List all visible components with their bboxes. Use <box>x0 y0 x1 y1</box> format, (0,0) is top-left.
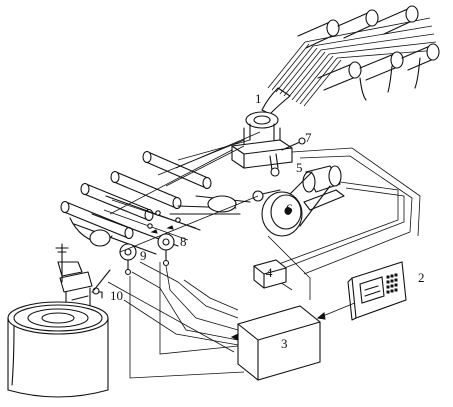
label-5: 5 <box>296 160 303 175</box>
label-9: 9 <box>140 248 147 263</box>
component-4-controller <box>253 259 287 289</box>
label-7: 7 <box>305 130 312 145</box>
label-4: 4 <box>266 265 273 280</box>
component-10-sensor <box>91 287 103 299</box>
feed-roller-set <box>261 5 440 115</box>
label-1: 1 <box>255 91 262 106</box>
component-3-control-cabinet <box>237 305 321 381</box>
component-2-hmi-panel <box>347 261 407 321</box>
coiler-head <box>55 243 111 311</box>
component-6-coiler-drive <box>252 165 345 237</box>
component-8-roller <box>157 233 175 267</box>
component-labels: 1 2 3 4 5 6 7 8 9 10 <box>110 91 425 351</box>
label-10: 10 <box>110 288 123 303</box>
label-2: 2 <box>418 270 425 285</box>
label-3: 3 <box>281 336 288 351</box>
label-6: 6 <box>286 201 293 216</box>
component-9-roller <box>119 243 137 276</box>
control-wiring <box>107 147 421 379</box>
sliver-can <box>7 301 109 398</box>
label-8: 8 <box>180 234 187 249</box>
sensor-block <box>231 137 306 177</box>
component-1-trumpet <box>243 111 281 147</box>
